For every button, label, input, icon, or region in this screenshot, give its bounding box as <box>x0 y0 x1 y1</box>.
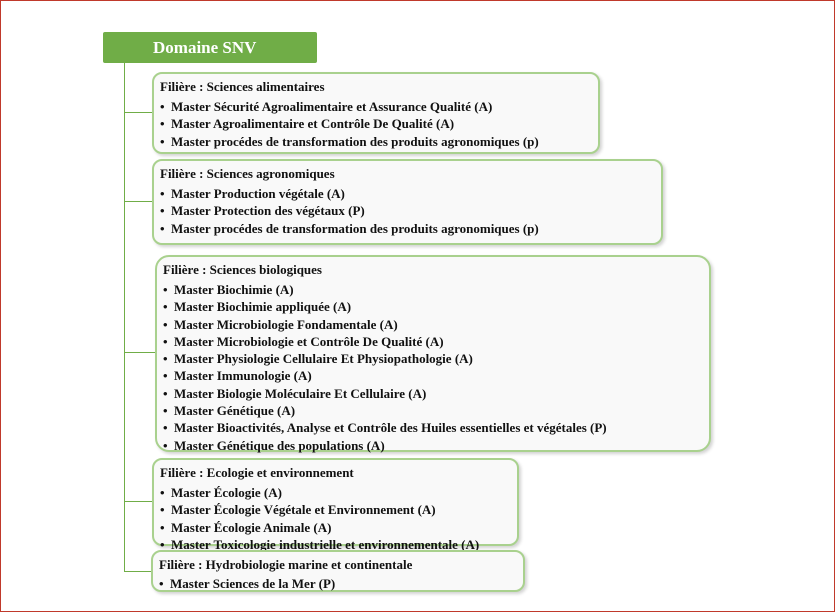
master-item: •Master Physiologie Cellulaire Et Physio… <box>163 351 473 367</box>
domain-header: Domaine SNV <box>103 32 317 63</box>
master-item: •Master procédes de transformation des p… <box>160 220 539 236</box>
filiere-title: Filière : Sciences biologiques <box>163 262 322 277</box>
master-item: •Master Génétique (A) <box>163 403 296 419</box>
filiere-box-hydrobiologie: Filière : Hydrobiologie marine et contin… <box>151 550 525 592</box>
filiere-title: Filière : Hydrobiologie marine et contin… <box>159 557 413 572</box>
master-item: •Master Biochimie appliquée (A) <box>163 299 352 315</box>
master-item: •Master Bioactivités, Analyse et Contrôl… <box>163 420 607 436</box>
domain-title: Domaine SNV <box>153 37 257 57</box>
master-item: •Master Sécurité Agroalimentaire et Assu… <box>160 99 493 114</box>
master-item: •Master Écologie Animale (A) <box>160 519 332 535</box>
branch-line-1 <box>124 112 152 113</box>
tree-trunk-line <box>124 63 125 571</box>
filiere-box-ecologie-environnement: Filière : Ecologie et environnement •Mas… <box>152 458 519 552</box>
master-item: •Master Microbiologie Fondamentale (A) <box>163 316 398 332</box>
master-item: •Master procédes de transformation des p… <box>160 133 539 149</box>
master-item: •Master Protection des végétaux (P) <box>160 203 365 219</box>
filiere-box-sciences-alimentaires: Filière : Sciences alimentaires •Master … <box>152 72 600 154</box>
master-item: •Master Microbiologie et Contrôle De Qua… <box>163 333 444 349</box>
master-item: •Master Production végétale (A) <box>160 186 345 201</box>
filiere-box-sciences-agronomiques: Filière : Sciences agronomiques •Master … <box>152 159 663 245</box>
branch-line-2 <box>124 201 154 202</box>
master-item: •Master Biologie Moléculaire Et Cellulai… <box>163 385 427 401</box>
branch-line-3 <box>124 352 155 353</box>
filiere-title: Filière : Sciences agronomiques <box>160 166 335 181</box>
master-item: •Master Sciences de la Mer (P) <box>159 576 336 591</box>
branch-line-5 <box>124 571 151 572</box>
filiere-title: Filière : Sciences alimentaires <box>160 79 325 94</box>
master-item: •Master Toxicologie industrielle et envi… <box>160 536 480 552</box>
master-item: •Master Agroalimentaire et Contrôle De Q… <box>160 116 455 132</box>
master-item: •Master Génétique des populations (A) <box>163 437 385 453</box>
filiere-box-sciences-biologiques: Filière : Sciences biologiques •Master B… <box>155 255 711 453</box>
master-item: •Master Immunologie (A) <box>163 368 312 384</box>
master-item: •Master Écologie Végétale et Environneme… <box>160 502 436 518</box>
master-item: •Master Écologie (A) <box>160 485 282 500</box>
filiere-title: Filière : Ecologie et environnement <box>160 465 354 480</box>
master-item: •Master Biochimie (A) <box>163 282 294 297</box>
branch-line-4 <box>124 501 152 502</box>
